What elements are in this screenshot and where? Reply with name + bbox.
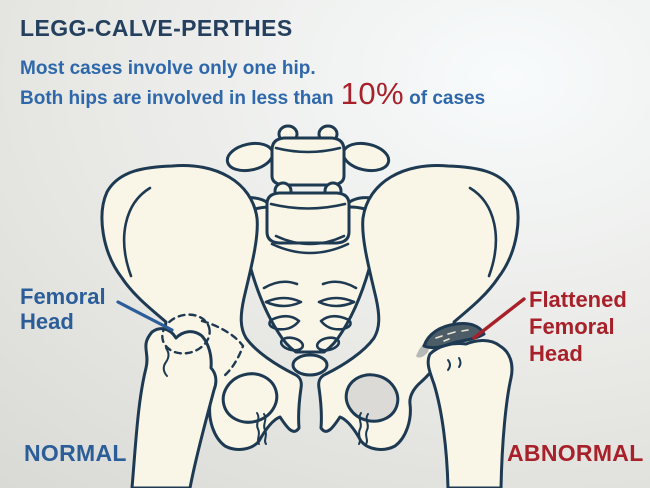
intro-line-2: Both hips are involved in less than 10%of… xyxy=(20,78,486,111)
spine-lower-vertebra xyxy=(265,191,351,255)
intro-line-2-before: Both hips are involved in less than xyxy=(20,88,334,109)
normal-label: NORMAL xyxy=(24,440,127,466)
sacral-foramina xyxy=(262,280,358,352)
right-callout-line xyxy=(472,297,526,340)
percentage-highlight: 10% xyxy=(340,76,405,111)
normal-femoral-head-outline xyxy=(161,313,245,378)
left-callout-line xyxy=(116,300,174,332)
abnormal-label: ABNORMAL xyxy=(507,440,644,466)
flattened-femoral-head-shape xyxy=(416,322,486,358)
left-obturator-foramen xyxy=(221,372,279,424)
ischial-texture-lines xyxy=(256,412,369,445)
flattened-femoral-head-label: Flattened Femoral Head xyxy=(529,287,627,366)
right-femur xyxy=(426,339,514,488)
page-title: LEGG-CALVE-PERTHES xyxy=(20,15,293,41)
coccyx xyxy=(291,353,329,377)
intro-line-2-after: of cases xyxy=(409,88,486,109)
left-femur xyxy=(130,327,218,488)
right-obturator-foramen xyxy=(344,373,400,423)
intro-text: Most cases involve only one hip. Both hi… xyxy=(20,56,485,111)
intro-line-1: Most cases involve only one hip. xyxy=(20,58,316,79)
femoral-head-label: Femoral Head xyxy=(20,284,106,334)
